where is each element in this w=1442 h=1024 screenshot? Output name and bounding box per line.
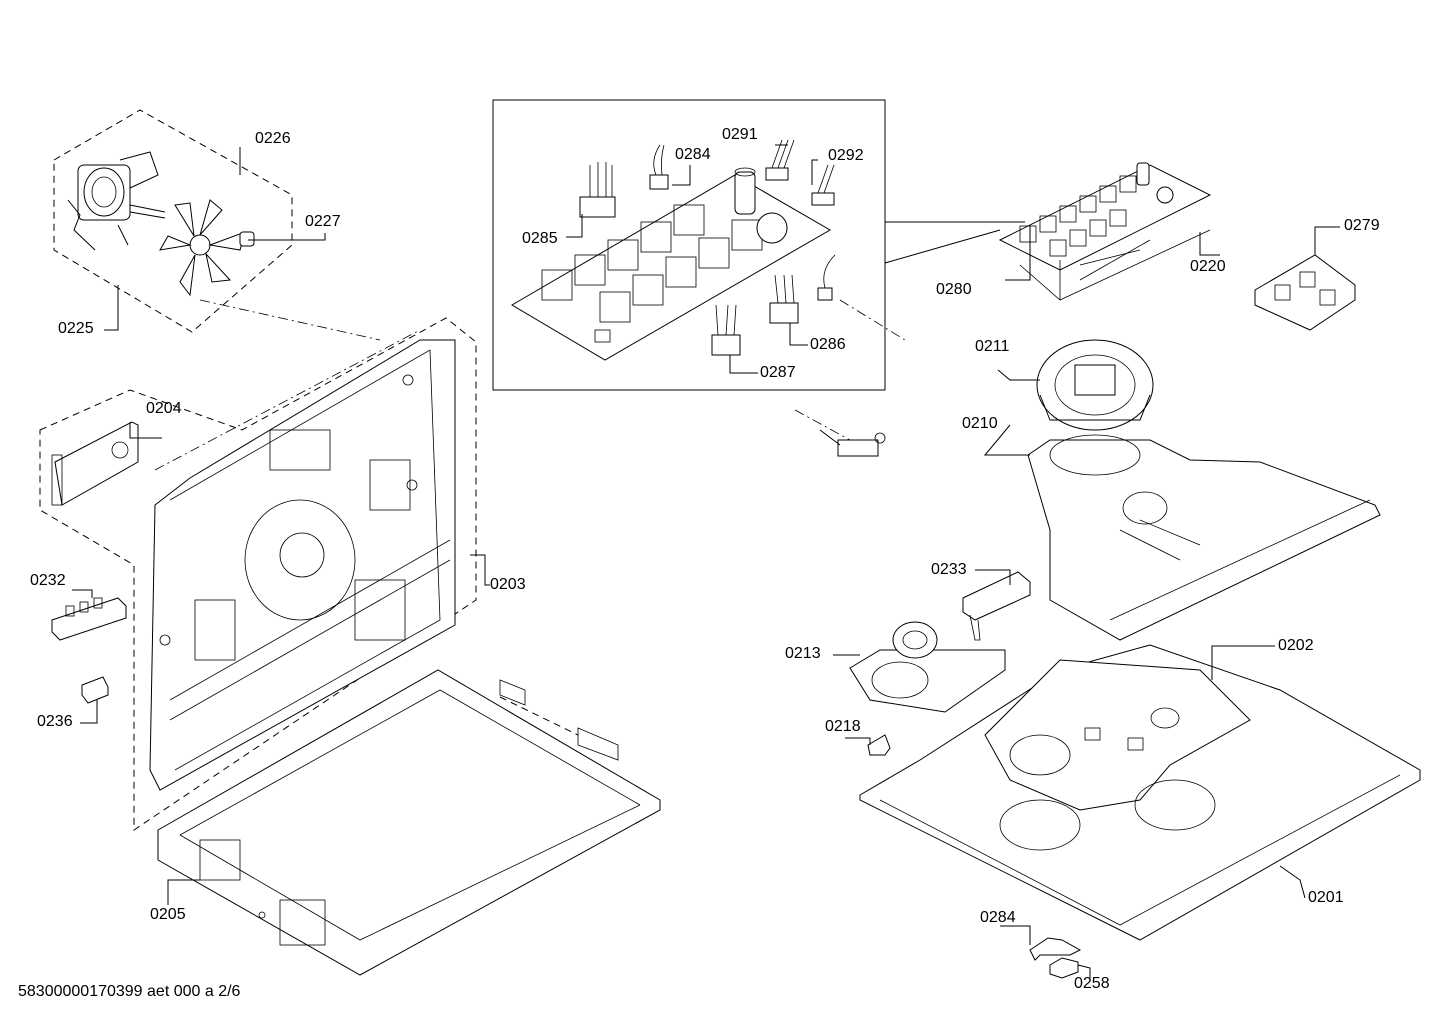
part-label-0233: 0233 xyxy=(931,561,967,578)
part-label-0220: 0220 xyxy=(1190,258,1226,275)
part-label-0218: 0218 xyxy=(825,718,861,735)
part-label-0201: 0201 xyxy=(1308,889,1344,906)
pcb-connector-0287 xyxy=(711,304,741,356)
rear-panel-part xyxy=(149,339,456,791)
plug-part xyxy=(1049,957,1079,979)
part-label-0213: 0213 xyxy=(785,645,821,662)
base-plate-part xyxy=(859,644,1421,941)
pcb-connector-0285 xyxy=(579,162,616,218)
part-label-0285: 0285 xyxy=(522,230,558,247)
part-label-0204: 0204 xyxy=(146,400,182,417)
document-id: 58300000170399 aet 000 a 2/6 xyxy=(18,983,241,1000)
terminal-block-part xyxy=(1254,254,1356,331)
pcb-connector-0292 xyxy=(811,164,835,206)
lower-switch-part xyxy=(1029,937,1082,961)
switch-part xyxy=(81,676,109,704)
board-assembly-part xyxy=(998,162,1212,301)
part-label-0211: 0211 xyxy=(975,338,1010,355)
fan-motor-part xyxy=(67,151,166,251)
pcb-detail-box xyxy=(492,99,886,391)
part-label-0203: 0203 xyxy=(490,576,526,593)
nut-part xyxy=(239,231,255,247)
pcb-connector-loose xyxy=(817,254,836,301)
part-label-0205: 0205 xyxy=(150,906,186,923)
part-label-0292: 0292 xyxy=(828,147,864,164)
blower-motor-part xyxy=(849,621,1006,713)
connector-block-part xyxy=(51,597,127,641)
pcb-connector-0286 xyxy=(769,274,799,324)
air-duct-part xyxy=(1027,434,1381,641)
connector-strip-part xyxy=(962,571,1031,641)
part-label-0280: 0280 xyxy=(936,281,972,298)
bottom-tray-part xyxy=(157,669,661,976)
part-label-0279: 0279 xyxy=(1344,217,1380,234)
pcb-connector-0284 xyxy=(649,144,669,190)
rear-panel-group xyxy=(39,317,477,831)
part-label-0227: 0227 xyxy=(305,213,341,230)
part-label-0232: 0232 xyxy=(30,572,66,589)
part-label-0236: 0236 xyxy=(37,713,73,730)
part-label-0202: 0202 xyxy=(1278,637,1314,654)
part-label-0225: 0225 xyxy=(58,320,94,337)
bracket-part xyxy=(51,421,139,506)
clip-part xyxy=(867,734,891,756)
part-label-0284-top: 0284 xyxy=(675,146,711,163)
pcb-connector-0291 xyxy=(765,139,795,181)
part-label-0284-bottom: 0284 xyxy=(980,909,1016,926)
part-label-0258: 0258 xyxy=(1074,975,1110,992)
control-board-part xyxy=(511,167,831,361)
part-label-0287: 0287 xyxy=(760,364,796,381)
part-label-0291: 0291 xyxy=(722,126,758,143)
part-label-0210: 0210 xyxy=(962,415,998,432)
fan-blade-part xyxy=(159,199,246,297)
fan-motor-group xyxy=(53,109,293,333)
sensor-part xyxy=(819,429,886,457)
part-label-0226: 0226 xyxy=(255,130,291,147)
part-label-0286: 0286 xyxy=(810,336,846,353)
cooling-fan-wheel-part xyxy=(1036,339,1154,431)
